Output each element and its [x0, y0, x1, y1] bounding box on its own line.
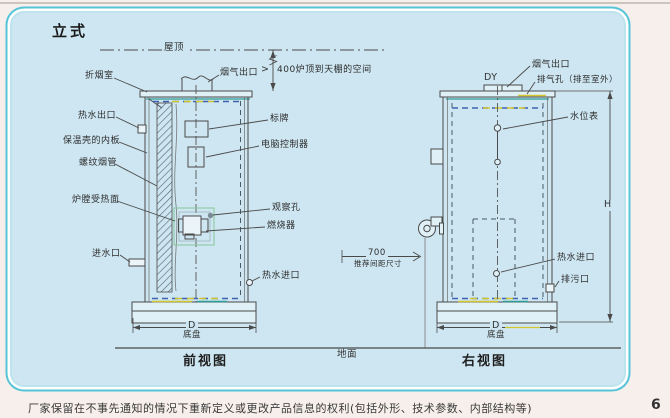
front-width-dim-label: D [186, 320, 198, 332]
front-roof-and-clearance [100, 49, 388, 91]
clearance-label: 400炉顶到天棚的空间 [277, 65, 372, 75]
right-base-label: 底盘 [487, 330, 506, 340]
folded-smoke-chamber-label: 折烟室 [85, 71, 114, 81]
vent-hole-label: 排气孔（排至室外） [537, 75, 619, 85]
right-width-dim-label: D [490, 320, 502, 332]
hot-water-outlet-stub [137, 124, 147, 134]
furnace-heating-surface-label: 炉膛受热面 [72, 195, 120, 205]
right-hot-water-inlet-stub [493, 270, 500, 277]
right-leader-lines [500, 65, 569, 288]
water-level-gauge-label: 水位表 [570, 112, 599, 122]
front-leader-lines [113, 74, 271, 282]
front-flue-gas-outlet-label: 烟气出口 [220, 68, 259, 78]
ground-label: 地面 [337, 349, 358, 360]
nameplate-box [184, 120, 209, 138]
threaded-smoke-tube-label: 螺纹烟管 [79, 158, 118, 168]
roof-label: 屋顶 [162, 42, 187, 54]
right-boiler-body [430, 84, 556, 303]
water-level-gauge-bottom [494, 158, 501, 166]
front-hot-water-inlet-label: 热水进口 [262, 271, 301, 281]
front-burner-assembly [173, 207, 215, 246]
front-boiler-body [128, 85, 253, 303]
nameplate-label: 标牌 [270, 114, 290, 124]
right-view-caption: 右视图 [462, 354, 508, 369]
threaded-smoke-tube-hatch [156, 102, 173, 293]
right-hot-water-inlet-label: 热水进口 [557, 253, 596, 263]
computer-controller-label: 电脑控制器 [261, 140, 309, 150]
spacing-value-label: 700 [366, 248, 388, 259]
blowdown-port-label: 排污口 [561, 275, 590, 285]
insulation-inner-plate-label: 保温壳的内板 [63, 136, 121, 146]
chimney-dim-label: DY [484, 72, 498, 83]
water-inlet-stub [128, 258, 146, 267]
front-chimney [180, 75, 214, 91]
right-flue-gas-outlet-label: 烟气出口 [532, 60, 571, 70]
right-burner-side [418, 216, 444, 348]
hot-water-outlet-label: 热水出口 [78, 111, 117, 121]
spacing-note-label: 推荐间距尺寸 [354, 259, 402, 268]
right-base [436, 300, 558, 333]
page-top-edge [0, 2, 670, 4]
controller-box [187, 146, 205, 168]
side-pipe-stub [430, 148, 444, 165]
height-dim-label: H [602, 199, 614, 211]
observation-hole-dot [207, 212, 214, 219]
clearance-gt-sign: > [261, 64, 270, 75]
footer-disclaimer: 厂家保留在不事先通知的情况下重新定义或更改产品信息的权利(包括外形、技术参数、内… [28, 402, 533, 415]
right-chimney [483, 84, 523, 92]
front-view-caption: 前视图 [183, 354, 229, 369]
observation-hole-label: 观察孔 [272, 203, 301, 213]
water-level-gauge-top [493, 124, 502, 132]
water-inlet-label: 进水口 [92, 249, 121, 259]
diagram-panel [10, 11, 626, 387]
front-base-label: 底盘 [183, 330, 202, 340]
hot-water-inlet-stub [246, 279, 253, 286]
blowdown-stub [545, 283, 555, 293]
burner-label: 燃烧器 [267, 221, 296, 231]
page-title: 立式 [52, 22, 89, 40]
page-number: 6 [651, 397, 661, 413]
